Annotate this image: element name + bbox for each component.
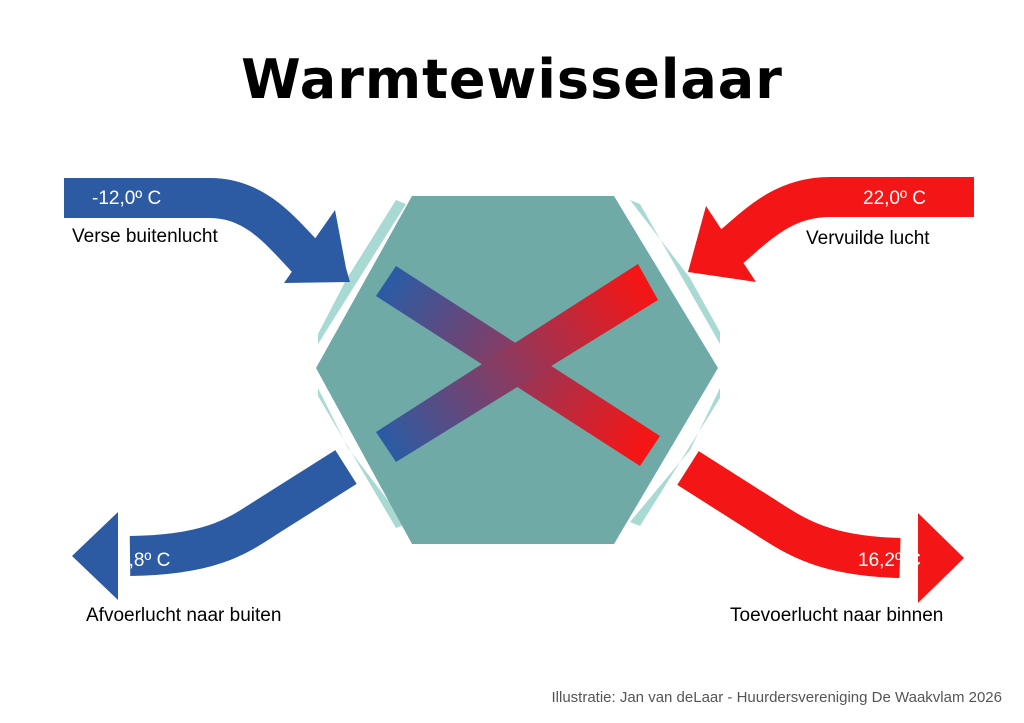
edge-bottom-right: [630, 388, 720, 526]
temp-exhaust: 5,8º C: [118, 550, 171, 571]
temp-supply: 16,2º C: [858, 550, 921, 571]
edge-top-left: [318, 200, 406, 344]
label-stale-inside: Vervuilde lucht: [806, 228, 930, 249]
arrow-supply-out: [677, 451, 964, 603]
temp-fresh-outside: -12,0º C: [92, 188, 162, 209]
illustration-credit: Illustratie: Jan van deLaar - Huurdersve…: [551, 689, 1002, 706]
arrow-stale-air-in: [688, 177, 974, 282]
arrow-exhaust-out: [72, 450, 357, 600]
label-fresh-outside: Verse buitenlucht: [72, 226, 218, 247]
temp-stale-inside: 22,0º C: [863, 188, 926, 209]
arrow-fresh-air-in: [64, 178, 350, 283]
label-supply: Toevoerlucht naar binnen: [730, 605, 944, 626]
diagram-title: Warmtewisselaar: [241, 48, 783, 111]
label-exhaust: Afvoerlucht naar buiten: [86, 605, 282, 626]
cross-bar-ascending: [376, 264, 658, 462]
